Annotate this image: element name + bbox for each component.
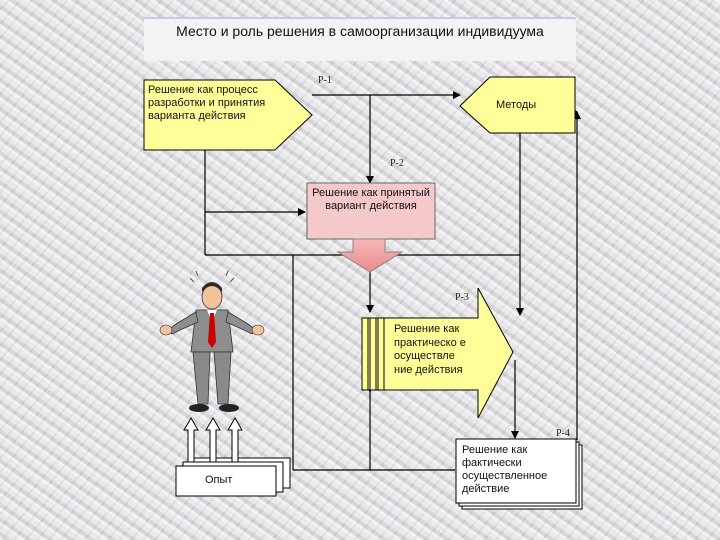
connector-lines: [204, 91, 581, 471]
practical-implementation-label: Решение как практическо е осуществле ние…: [394, 323, 466, 376]
process-decision-label: Решение как процесс разработки и приняти…: [148, 84, 266, 122]
accepted-variant-box: [306, 182, 436, 240]
p4-label: Р-4: [556, 428, 570, 439]
process-decision-shape: [143, 79, 313, 151]
factual-box: [455, 438, 583, 510]
p2-label: Р-2: [390, 158, 404, 169]
factual-implementation-label: Решение как фактически осуществленное де…: [462, 444, 548, 495]
experience-label: Опыт: [205, 474, 233, 486]
practical-stripes: [361, 317, 385, 391]
down-arrow-shape: [336, 238, 404, 273]
person-figure: [159, 270, 265, 412]
p1-label: Р-1: [318, 75, 332, 86]
methods-shape: [459, 76, 576, 134]
p3-label: Р-3: [455, 292, 469, 303]
experience-arrows: [183, 417, 243, 463]
methods-label: Методы: [496, 99, 537, 111]
experience-box: [175, 457, 291, 497]
diagram-title: Место и роль решения в самоорганизации и…: [144, 17, 576, 61]
accepted-variant-label: Решение как принятый вариант действия: [312, 187, 430, 212]
